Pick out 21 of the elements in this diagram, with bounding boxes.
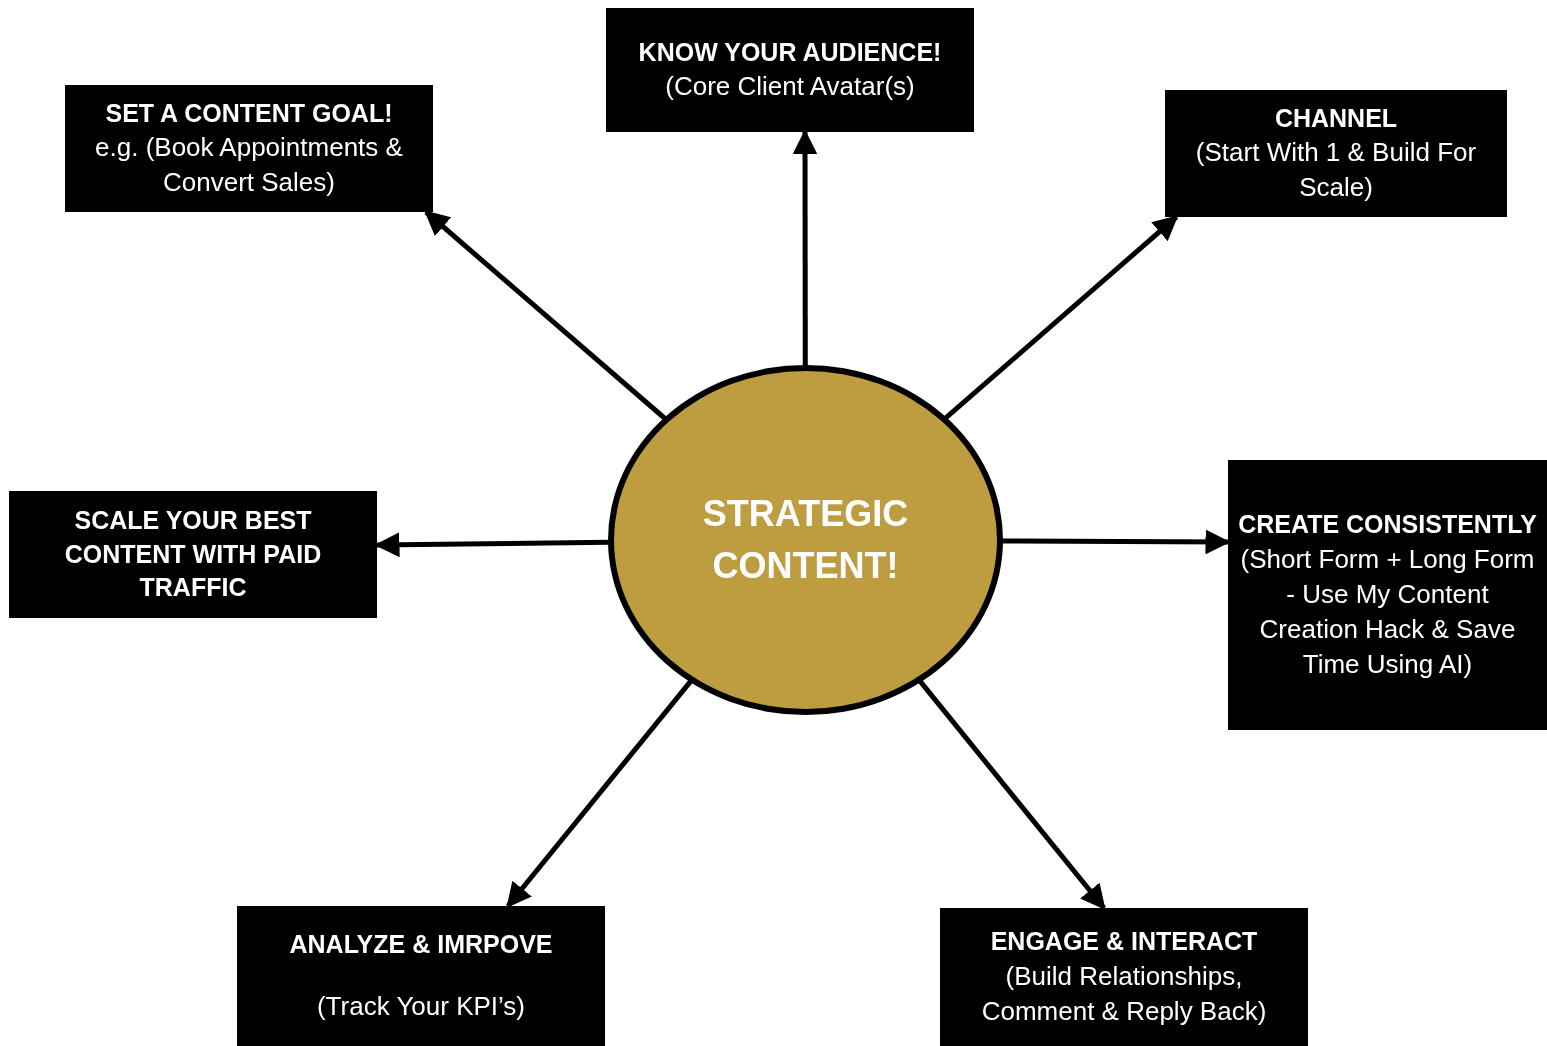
step-description: (Track Your KPI’s) [316, 990, 526, 1024]
step-heading: ENGAGE & INTERACT [990, 926, 1258, 958]
step-box [65, 85, 433, 212]
step-box [940, 908, 1308, 1046]
step-heading: CHANNEL [1274, 102, 1398, 134]
step-box [1228, 460, 1547, 730]
step-heading: KNOW YOUR AUDIENCE! [638, 36, 942, 68]
step-description: (Core Client Avatar(s) [665, 70, 915, 104]
step-box [606, 8, 974, 132]
step-description: (Build Relationships, Comment & Reply Back) [980, 959, 1268, 1028]
step-heading: SET A CONTENT GOAL! [105, 97, 393, 129]
step-description: e.g. (Book Appointments & Convert Sales) [94, 131, 404, 200]
step-box [1165, 90, 1507, 217]
center-title: STRATEGIC CONTENT! [702, 491, 909, 588]
step-heading: SCALE YOUR BEST CONTENT WITH PAID TRAFFIC [63, 504, 323, 604]
step-heading: ANALYZE & IMRPOVE [289, 928, 553, 960]
step-box [9, 491, 377, 618]
step-heading: CREATE CONSISTENTLY [1238, 508, 1537, 540]
step-description: (Short Form + Long Form - Use My Content Creation Hack & Save Time Using AI) [1239, 542, 1536, 681]
step-box [237, 906, 605, 1046]
step-description: (Start With 1 & Build For Scale) [1194, 136, 1478, 205]
